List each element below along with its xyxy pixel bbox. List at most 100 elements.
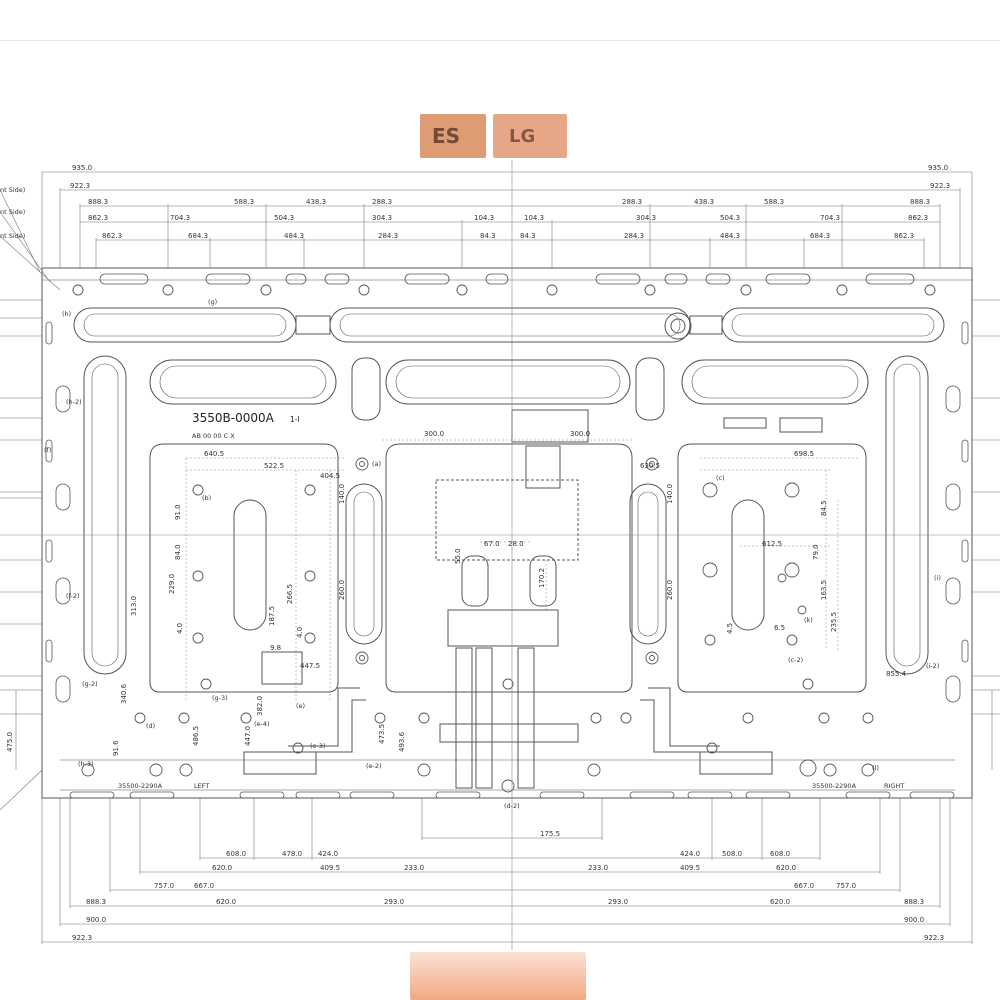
hole-label-g2: (g-2) bbox=[82, 680, 98, 688]
hole-label-b: (b) bbox=[202, 494, 211, 502]
dim-b5-1: 900.0 bbox=[904, 916, 924, 924]
hole-label-f2: (f-2) bbox=[66, 592, 80, 600]
bottom-dimension-text: 175.5 608.0 478.0 424.0 424.0 508.0 608.… bbox=[72, 830, 944, 942]
dim-lw-10: 9.8 bbox=[270, 644, 281, 652]
right-part-code: 35500-2290A bbox=[812, 782, 857, 790]
dim-top-r14: 84.3 bbox=[520, 232, 536, 240]
dim-top-l14: 84.3 bbox=[480, 232, 496, 240]
logo-badge-left-text: ES bbox=[432, 124, 461, 148]
dim-b2-4: 409.5 bbox=[680, 864, 700, 872]
dim-lw-8: 855.4 bbox=[886, 670, 907, 678]
left-word: LEFT bbox=[194, 782, 209, 790]
right-word: RIGHT bbox=[884, 782, 904, 790]
dim-b4-1: 620.0 bbox=[216, 898, 236, 906]
lower-dimension-text: 447.0 382.0 486.5 473.5 493.6 447.5 340.… bbox=[6, 644, 907, 756]
dim-b6-1: 922.3 bbox=[924, 934, 944, 942]
hole-label-e4: (e-4) bbox=[254, 720, 270, 728]
dim-b1-3: 424.0 bbox=[680, 850, 700, 858]
second-row-pockets bbox=[149, 357, 869, 421]
hole-label-c: (c) bbox=[716, 474, 725, 482]
dim-top-l3: 862.3 bbox=[102, 232, 122, 240]
hole-label-f: (f) bbox=[44, 446, 51, 454]
logo-badge-right: LG bbox=[493, 114, 567, 158]
dim-lp-6: 4.0 bbox=[176, 623, 184, 634]
dim-lp-0: 640.5 bbox=[204, 450, 224, 458]
dim-top-r12: 284.3 bbox=[624, 232, 644, 240]
side-edge-slots bbox=[45, 321, 969, 703]
dim-rp-11: 67.0 bbox=[484, 540, 500, 548]
top-pockets bbox=[73, 307, 945, 343]
hole-label-e2: (e-2) bbox=[366, 762, 382, 770]
dim-rp-9: 4.5 bbox=[726, 623, 734, 634]
hole-label-l: (l) bbox=[872, 764, 879, 772]
dim-lw-9: 475.0 bbox=[6, 732, 14, 752]
dim-rp-3: 140.0 bbox=[666, 484, 674, 504]
hole-label-g3: (g-3) bbox=[212, 694, 228, 702]
top-rule bbox=[0, 40, 1000, 41]
dim-top-r10: 288.3 bbox=[622, 198, 642, 206]
dim-rp-2: 612.5 bbox=[762, 540, 782, 548]
hole-label-h3: (h-3) bbox=[78, 760, 94, 768]
dim-b1-2: 424.0 bbox=[318, 850, 338, 858]
screw-holes bbox=[72, 284, 936, 793]
dim-top-r4: 704.3 bbox=[820, 214, 840, 222]
header-notes: nt Side) nt Side) nt Side) bbox=[0, 186, 25, 240]
top-dimension-lines bbox=[41, 171, 973, 268]
dim-top-l7: 504.3 bbox=[274, 214, 294, 222]
dim-top-r2: 862.3 bbox=[908, 214, 928, 222]
dim-b3-1: 667.0 bbox=[194, 882, 214, 890]
dim-top-r9: 438.3 bbox=[694, 198, 714, 206]
pcb-and-harness bbox=[243, 609, 773, 789]
side-pockets bbox=[83, 355, 929, 675]
dim-top-l11: 304.3 bbox=[372, 214, 392, 222]
dim-top-r6: 588.3 bbox=[764, 198, 784, 206]
bottom-labels: 35500-2290A LEFT 35500-2290A RIGHT bbox=[118, 782, 904, 790]
dim-top-r1: 888.3 bbox=[910, 198, 930, 206]
dim-lp-7: 187.5 bbox=[268, 606, 276, 626]
dim-overall-left: 935.0 bbox=[72, 164, 92, 172]
dim-b2-0: 620.0 bbox=[212, 864, 232, 872]
dim-lp-4: 84.0 bbox=[174, 544, 182, 560]
dim-b1-0: 608.0 bbox=[226, 850, 246, 858]
dim-rp-10: 6.5 bbox=[774, 624, 785, 632]
dim-b3-0: 757.0 bbox=[154, 882, 174, 890]
dim-top-l1: 888.3 bbox=[88, 198, 108, 206]
left-part-code: 35500-2290A bbox=[118, 782, 163, 790]
dim-span-300-left: 300.0 bbox=[424, 430, 444, 438]
dim-top-r7: 504.3 bbox=[720, 214, 740, 222]
hole-labels: (a) (b) (c) (d) (d-2) (e) (e-2) (e-3) (e… bbox=[44, 298, 941, 810]
dim-top-l13: 104.3 bbox=[474, 214, 494, 222]
dim-lw-3: 473.5 bbox=[378, 724, 386, 744]
dim-b5-0: 900.0 bbox=[86, 916, 106, 924]
dim-lw-5: 447.5 bbox=[300, 662, 320, 670]
hole-label-g: (g) bbox=[208, 298, 217, 306]
left-leaders bbox=[0, 189, 1000, 811]
dim-rp-8: 235.5 bbox=[830, 612, 838, 632]
dim-b4-4: 620.0 bbox=[770, 898, 790, 906]
top-dimension-text: 935.0 935.0 922.3 888.3 862.3 862.3 704.… bbox=[70, 164, 950, 240]
dim-lw-2: 486.5 bbox=[192, 726, 200, 746]
dim-b2-5: 620.0 bbox=[776, 864, 796, 872]
hole-label-e3: (e-3) bbox=[310, 742, 326, 750]
dim-top-r5: 684.3 bbox=[810, 232, 830, 240]
dim-top-r0: 922.3 bbox=[930, 182, 950, 190]
dim-rp-4: 260.0 bbox=[666, 580, 674, 600]
dim-lp-3: 91.0 bbox=[174, 504, 182, 520]
hole-label-k: (k) bbox=[804, 616, 813, 624]
dim-lw-1: 382.0 bbox=[256, 696, 264, 716]
dim-b4-5: 888.3 bbox=[904, 898, 924, 906]
center-axes bbox=[0, 160, 1000, 950]
dim-b4-0: 888.3 bbox=[86, 898, 106, 906]
dim-rp-7: 163.5 bbox=[820, 580, 828, 600]
dim-lp-10: 140.0 bbox=[338, 484, 346, 504]
panel-dimension-lines bbox=[185, 439, 860, 700]
title-block: 3550B-0000A 1-I AB 00 00 C X bbox=[192, 411, 300, 440]
note-2: nt Side) bbox=[0, 208, 25, 216]
hole-label-d2: (d-2) bbox=[504, 802, 520, 810]
dim-overall-right: 935.0 bbox=[928, 164, 948, 172]
dim-b3-3: 757.0 bbox=[836, 882, 856, 890]
dim-b4-2: 293.0 bbox=[384, 898, 404, 906]
dim-rp-13: 55.0 bbox=[454, 548, 462, 564]
note-3: nt Side) bbox=[0, 232, 25, 240]
dim-b3-2: 667.0 bbox=[794, 882, 814, 890]
